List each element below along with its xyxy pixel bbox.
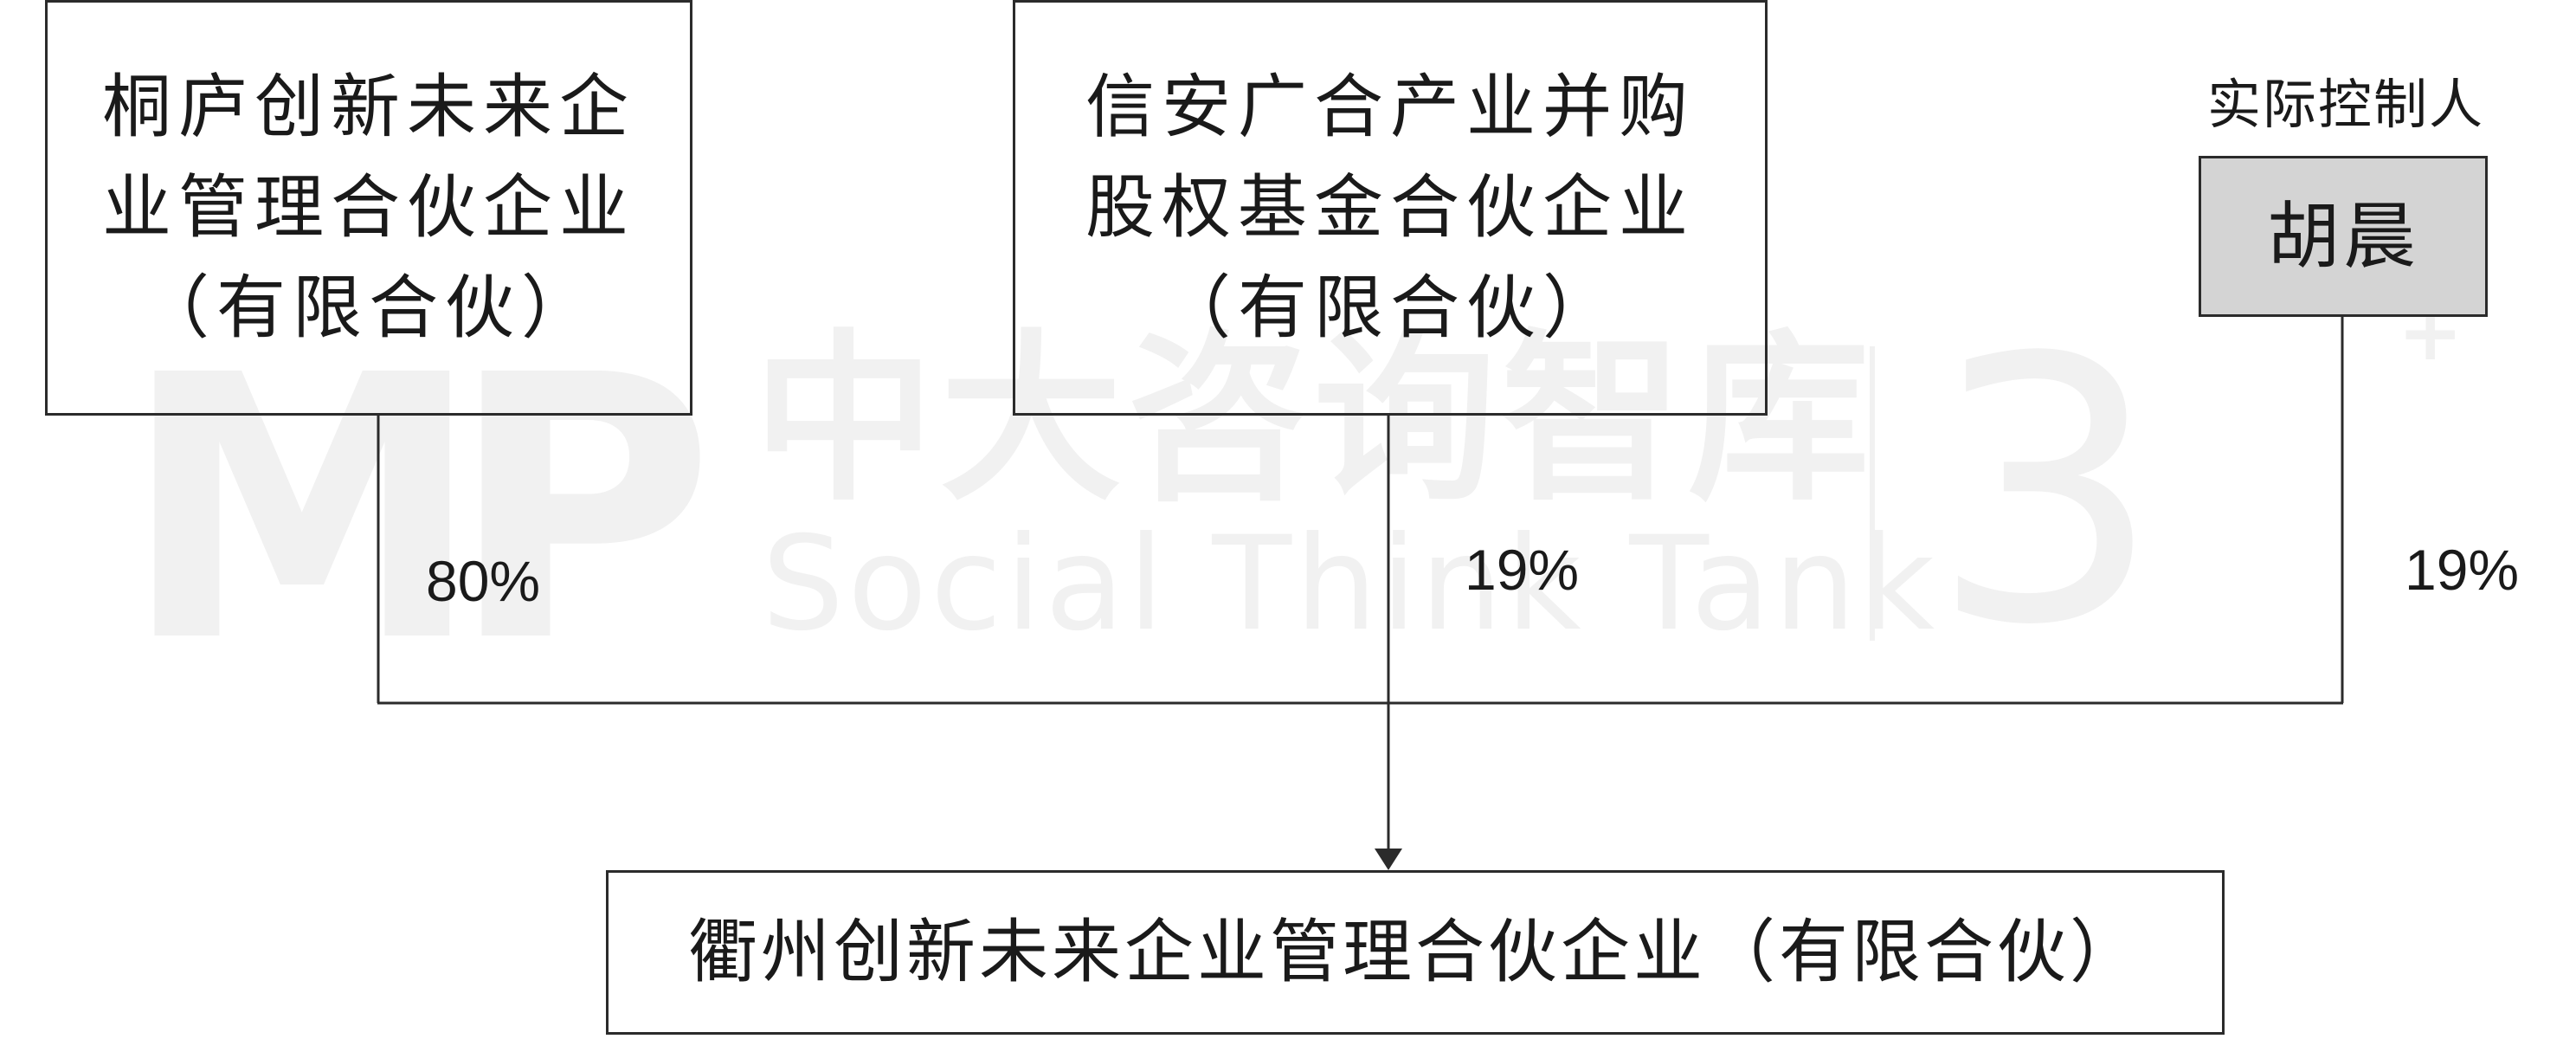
share-tonglu: 80% xyxy=(426,549,541,613)
entity-xinan-line3: （有限合伙） xyxy=(1162,268,1619,348)
entity-tonglu-line3: （有限合伙） xyxy=(140,268,597,348)
entity-xinan-line1: 信安广合产业并购 xyxy=(1085,67,1695,147)
entity-huchen-label: 胡晨 xyxy=(2266,194,2419,279)
share-xinan: 19% xyxy=(1465,538,1580,602)
entity-tonglu-line1: 桐庐创新未来企 xyxy=(102,67,635,147)
entity-xinan-label: 信安广合产业并购 股权基金合伙企业 （有限合伙） xyxy=(1085,57,1695,358)
watermark-name-cn: 中大咨询智库 xyxy=(753,313,1876,526)
arrow-head-target xyxy=(1375,849,1402,870)
entity-xinan: 信安广合产业并购 股权基金合伙企业 （有限合伙） xyxy=(1013,0,1768,416)
entity-xinan-line2: 股权基金合伙企业 xyxy=(1085,167,1695,248)
watermark-divider xyxy=(1870,346,1875,641)
entity-huchen: 胡晨 xyxy=(2199,156,2488,317)
entity-tonglu-line2: 业管理合伙企业 xyxy=(102,167,635,248)
watermark-mark: 3 xyxy=(1930,281,2162,705)
watermark-logo: MP xyxy=(121,299,715,722)
share-huchen: 19% xyxy=(2405,538,2520,602)
controller-caption: 实际控制人 xyxy=(2206,73,2484,136)
entity-target: 衢州创新未来企业管理合伙企业（有限合伙） xyxy=(606,870,2225,1035)
entity-tonglu-label: 桐庐创新未来企 业管理合伙企业 （有限合伙） xyxy=(102,57,635,358)
entity-target-label: 衢州创新未来企业管理合伙企业（有限合伙） xyxy=(688,912,2142,992)
watermark-name-en: Social Think Tank xyxy=(762,509,1939,660)
entity-tonglu: 桐庐创新未来企 业管理合伙企业 （有限合伙） xyxy=(45,0,692,416)
